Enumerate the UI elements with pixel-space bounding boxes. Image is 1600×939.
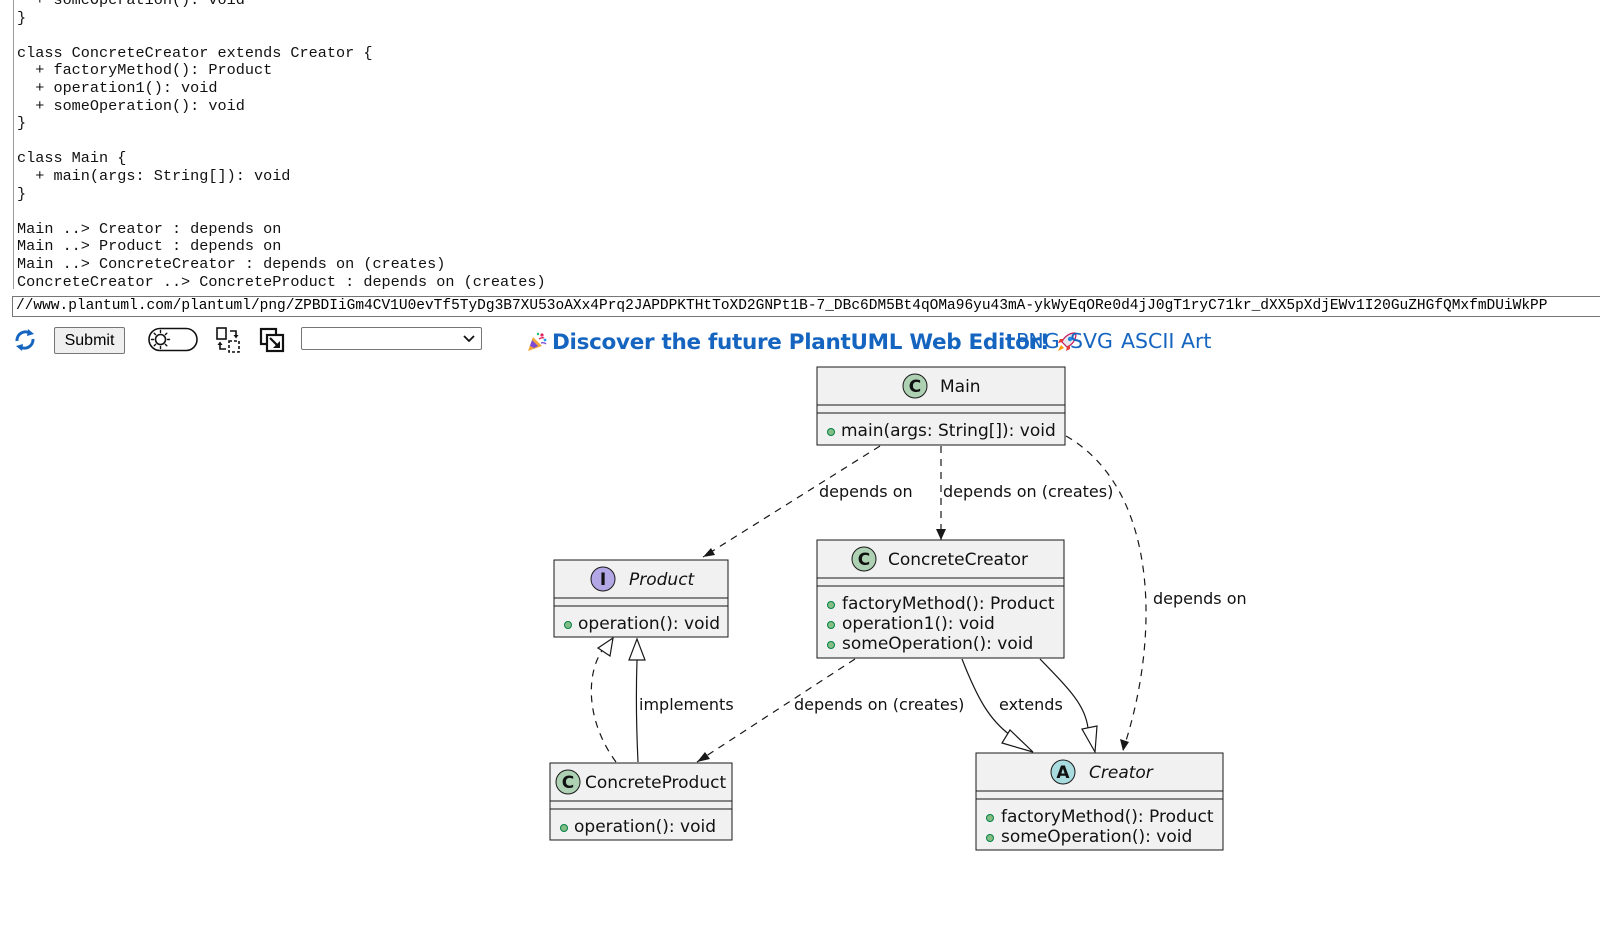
refresh-icon [15,329,35,351]
class-concrete-product[interactable]: C ConcreteProduct operation(): void [549,762,733,841]
class-main[interactable]: C Main main(args: String[]): void [816,366,1066,446]
code-line[interactable]: + someOperation(): void [17,0,245,9]
class-method: operation(): void [578,614,720,634]
source-editor[interactable]: + someOperation(): void } class Concrete… [13,0,1600,289]
public-dot-icon [827,641,835,649]
edge-cc-cp [696,658,856,763]
rocket-icon [1058,332,1077,351]
badge-letter: A [1056,763,1070,783]
class-method: someOperation(): void [1001,827,1192,847]
edge-cc-creator-extends-1 [961,658,1034,753]
class-name: ConcreteProduct [585,773,726,793]
class-creator[interactable]: A Creator factoryMethod(): Product someO… [975,752,1224,851]
class-name: Creator [1089,763,1154,783]
edge-main-creator [1065,435,1147,751]
class-name: Product [629,570,696,590]
code-line[interactable]: Main ..> Product : depends on [17,237,282,256]
promo-link[interactable]: Discover the future PlantUML Web Editor! [552,329,1050,355]
class-badge-icon [902,373,928,399]
source-code[interactable]: + someOperation(): void } class Concrete… [14,0,1600,289]
class-method: operation(): void [574,817,716,837]
code-line[interactable]: ConcreteCreator ..> ConcreteProduct : de… [17,272,546,289]
abstract-badge-icon [1050,759,1076,785]
swap-layout-icon [216,327,240,353]
ascii-art-link[interactable]: ASCII Art [1121,329,1212,353]
class-method: someOperation(): void [842,634,1033,654]
class-method: factoryMethod(): Product [842,594,1055,614]
edge-cp-product-implements [628,637,646,763]
public-dot-icon [986,814,994,822]
class-product[interactable]: I Product operation(): void [553,559,729,638]
public-dot-icon [827,621,835,629]
popout-button[interactable] [258,326,286,354]
edge-label: extends [999,695,1063,714]
url-input[interactable]: //www.plantuml.com/plantuml/png/ZPBDIiGm… [12,296,1600,317]
refresh-button[interactable] [11,326,39,354]
class-badge-icon [555,769,581,795]
chevron-down-icon [463,335,475,343]
class-name: ConcreteCreator [888,550,1028,570]
svg-link[interactable]: SVG [1070,329,1113,353]
edge-cc-creator-extends-2 [1039,658,1098,755]
edge-main-concrete-creator [936,446,946,540]
png-link[interactable]: PNG [1016,329,1060,353]
swap-layout-button[interactable] [214,326,242,354]
edge-label: depends on (creates) [794,695,964,714]
class-name: Main [940,377,981,397]
interface-badge-icon [590,566,616,592]
code-line[interactable]: } [17,114,27,133]
edge-cp-product-dashed [590,636,617,763]
class-concrete-creator[interactable]: C ConcreteCreator factoryMethod(): Produ… [816,539,1065,659]
code-line[interactable]: Main ..> Creator : depends on [17,219,282,238]
code-line[interactable]: + main(args: String[]): void [17,166,291,185]
code-line[interactable]: class Main { [17,149,127,168]
edge-main-product [702,445,881,558]
promo-banner[interactable]: Discover the future PlantUML Web Editor! [526,328,1079,356]
code-line[interactable]: } [17,184,27,203]
submit-button[interactable]: Submit [54,327,125,354]
edge-label: depends on [1153,589,1247,608]
public-dot-icon [564,621,572,629]
edge-label: depends on (creates) [943,482,1113,501]
code-line[interactable]: Main ..> ConcreteCreator : depends on (c… [17,254,446,273]
code-line[interactable]: class ConcreteCreator extends Creator { [17,43,373,62]
public-dot-icon [560,824,568,832]
class-method: operation1(): void [842,614,995,634]
popout-icon [259,327,285,353]
party-popper-icon [528,332,547,351]
class-method: factoryMethod(): Product [1001,807,1214,827]
theme-toggle-icon [148,327,198,352]
public-dot-icon [986,834,994,842]
edge-label: implements [639,695,734,714]
class-badge-icon [851,546,877,572]
format-select[interactable] [301,327,482,350]
code-line[interactable]: } [17,8,27,27]
badge-letter: C [909,377,921,397]
public-dot-icon [827,428,835,436]
badge-letter: C [858,550,870,570]
badge-letter: I [600,570,606,590]
code-line[interactable]: + someOperation(): void [17,96,245,115]
theme-toggle[interactable] [148,327,198,352]
public-dot-icon [827,601,835,609]
badge-letter: C [562,773,574,793]
class-method: main(args: String[]): void [841,421,1056,441]
code-line[interactable]: + operation1(): void [17,78,218,97]
edge-label: depends on [819,482,913,501]
code-line[interactable]: + factoryMethod(): Product [17,61,273,80]
